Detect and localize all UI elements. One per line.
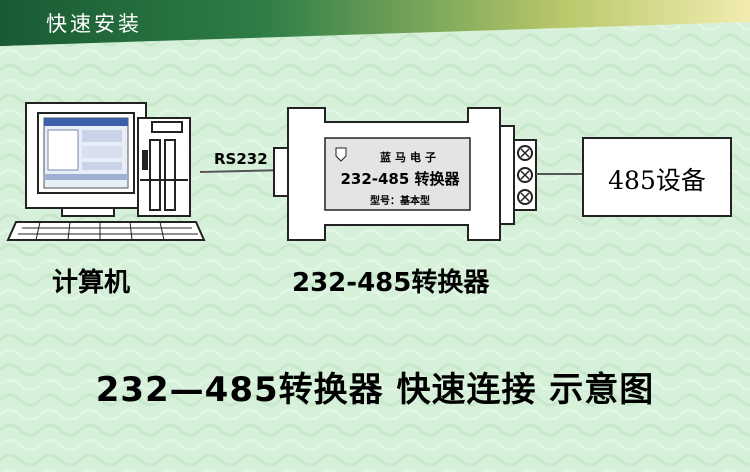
rs485-device-box: 485设备 [582,137,732,217]
device-label: 485设备 [608,166,706,195]
converter-icon [273,107,537,241]
computer-label: 计算机 [52,268,131,298]
rs232-cable [199,169,287,173]
header-bar [0,0,750,46]
rs232-label: RS232 [214,150,268,168]
diagram-caption: 232—485转换器 快速连接 示意图 [95,370,655,410]
computer-icon [6,102,206,241]
plate-model: 232-485 转换器 [340,170,460,188]
plate-brand: 蓝马电子 [380,151,440,164]
header-title: 快速安装 [46,12,142,36]
plate-type: 型号：基本型 [370,196,430,207]
converter-label: 232-485转换器 [292,268,490,298]
